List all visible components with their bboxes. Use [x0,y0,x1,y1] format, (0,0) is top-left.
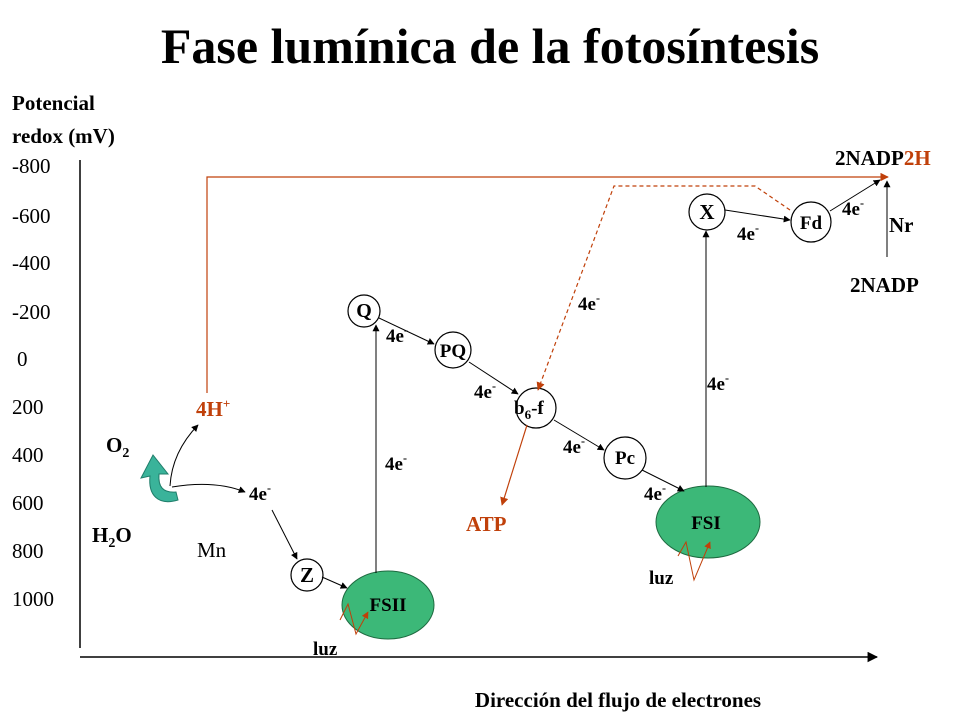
e-label: 4e- [707,371,729,395]
fd-label: Fd [800,213,823,234]
proton-gradient-arrow [206,172,889,393]
protons-base: 4H [196,397,223,421]
mn-label: Mn [197,538,227,562]
electron-arrows [169,179,891,589]
b6f-subscript: 6 [525,407,532,422]
arrow-pq-to-b6f [468,361,519,395]
arrow-z-to-fsii [321,576,348,589]
e-label: 4e- [386,323,408,347]
x-label: X [699,200,714,224]
e-label: 4e- [737,221,759,245]
arrow-water-to-o2 [169,424,199,487]
h2o-subscript: 2 [108,536,115,551]
nadph-suffix: 2H [904,146,931,170]
h2o-h: H [92,523,108,547]
arrow-pc-to-fsi [641,469,685,492]
h2o-label: H2O [92,523,132,551]
arrow-b6f-to-pc [553,419,605,451]
y-tick: 1000 [12,587,54,611]
light-zigzag-icon-fsi [677,540,711,582]
x-node [688,193,726,231]
o2-o: O [106,433,122,457]
q-label: Q [356,300,372,322]
pc-label: Pc [615,448,635,469]
nadph-label: 2NADP2H [835,146,931,170]
fd-node [790,201,832,243]
pq-label: PQ [440,341,466,362]
b6f-tail: -f [531,398,544,419]
luz-label-fsi: luz [649,568,674,589]
y-axis-label-line1: Potencial [12,91,95,115]
z-label: Z [300,563,314,587]
luz-label-fsii: luz [313,639,338,660]
b6f-main: b [514,398,525,419]
nadph-base: 2NADP [835,146,904,170]
e-label: 4e- [644,481,666,505]
q-node [347,294,381,328]
y-tick: 800 [12,539,44,563]
protons-label: 4H+ [196,396,230,421]
y-axis-ticks: -800 -600 -400 -200 0 200 400 600 800 10… [12,154,54,611]
cyclic-flow-dashed-arrow [536,185,791,391]
e-label: 4e- [578,291,600,315]
water-split-arrow-icon [140,454,179,502]
pc-node [603,436,647,480]
h2o-o: O [115,523,131,547]
e-label: 4e- [563,434,585,458]
fsi-label: FSI [691,513,721,534]
atp-arrow [500,424,528,506]
fsii-label: FSII [370,595,407,616]
y-tick: 400 [12,443,44,467]
e-label: 4e- [842,196,864,220]
y-tick: 200 [12,395,44,419]
atp-label: ATP [466,512,507,536]
nr-label: Nr [889,213,914,237]
light-zigzag-icon-fsii [339,602,369,636]
electron-labels: 4e- 4e- 4e- 4e- 4e- 4e- 4e- 4e- 4e- 4e- [249,196,864,505]
o2-subscript: 2 [122,446,129,461]
b6f-node [515,387,557,429]
nadp-label: 2NADP [850,273,919,297]
fsi-ellipse [655,485,761,559]
pq-node [434,331,472,369]
e-label: 4e- [249,481,271,505]
arrow-h2o-to-4e [171,483,246,493]
y-tick: -200 [12,300,51,324]
y-tick: -600 [12,204,51,228]
y-axis-label-line2: redox (mV) [12,124,115,148]
x-axis-label: Dirección del flujo de electrones [475,688,761,712]
arrow-4e-to-z [271,509,298,560]
arrow-q-to-pq [378,317,435,345]
y-tick: 0 [17,347,28,371]
y-tick: 600 [12,491,44,515]
b6f-label: b6-f [514,398,544,422]
page-title: Fase lumínica de la fotosíntesis [161,18,819,74]
y-tick: -800 [12,154,51,178]
arrow-x-to-fd [724,209,791,223]
arrow-fd-to-nadph [829,179,881,212]
fsii-ellipse [341,570,435,640]
protons-superscript: + [223,396,230,411]
z-node [290,558,324,592]
e-label: 4e- [474,379,496,403]
e-label: 4e- [385,451,407,475]
o2-label: O2 [106,433,129,461]
y-tick: -400 [12,251,51,275]
